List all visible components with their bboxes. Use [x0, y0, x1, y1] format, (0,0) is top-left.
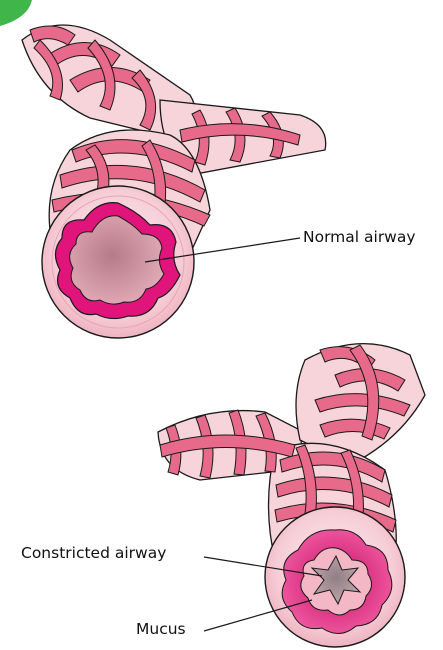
- corner-badge: [0, 0, 32, 26]
- constricted-airway-illustration: [158, 344, 425, 647]
- mucus-label: Mucus: [136, 622, 186, 638]
- normal-airway-illustration: [22, 25, 326, 338]
- normal-airway-label: Normal airway: [303, 230, 416, 246]
- constricted-airway-label: Constricted airway: [21, 546, 166, 562]
